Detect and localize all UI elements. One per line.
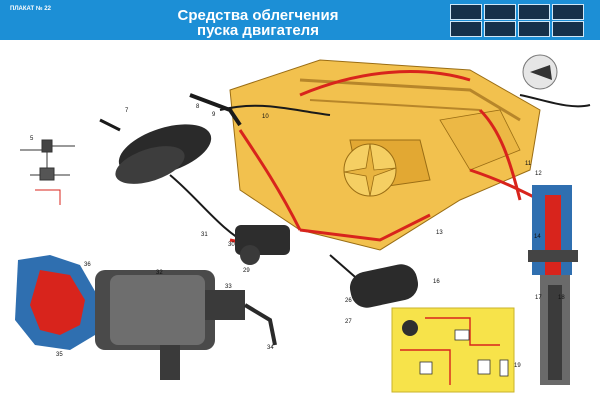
- callout-label: 31: [201, 232, 208, 238]
- heater-cutaway: [15, 255, 277, 380]
- poster-number: ПЛАКАТ № 22: [10, 6, 51, 12]
- thumbnail: [484, 4, 516, 20]
- callout-label: 29: [243, 268, 250, 274]
- callout-label: 33: [225, 284, 232, 290]
- callout-label: 13: [436, 230, 443, 236]
- small-schematic: [20, 139, 75, 205]
- callout-label: 34: [267, 345, 274, 351]
- poster-label: ПЛАКАТ № 22: [10, 6, 150, 12]
- callout-label: 9: [212, 112, 216, 118]
- callout-label: 17: [535, 295, 542, 301]
- thumbnail: [518, 21, 550, 37]
- callout-label: 27: [345, 319, 352, 325]
- callout-label: 36: [84, 262, 91, 268]
- callout-label: 18: [558, 295, 565, 301]
- title-line-2: пуска двигателя: [197, 22, 319, 39]
- callout-label: 32: [156, 270, 163, 276]
- callout-label: 5: [30, 136, 34, 142]
- callout-label: 8: [196, 104, 200, 110]
- callout-label: 26: [345, 298, 352, 304]
- thumbnail: [518, 4, 550, 20]
- callout-label: 10: [262, 114, 269, 120]
- thumbnail: [450, 21, 482, 37]
- preheater-unit: [99, 93, 242, 184]
- thumbnail: [450, 4, 482, 20]
- callout-label: 7: [125, 108, 129, 114]
- callout-label: 11: [525, 161, 532, 167]
- fuel-pump: [235, 225, 290, 265]
- callout-label: 12: [535, 171, 542, 177]
- electrical-schematic: [391, 307, 515, 393]
- callout-numbers: 5 7 8 9 10 11 12 13 14 16 17 18 19 29 30…: [30, 104, 565, 369]
- cylindrical-tank: [349, 264, 419, 308]
- detail-circle: [522, 54, 558, 90]
- callout-label: 30: [228, 242, 235, 248]
- thumbnail: [552, 4, 584, 20]
- engine-block: [229, 59, 541, 251]
- callout-label: 16: [433, 279, 440, 285]
- callout-label: 19: [514, 363, 521, 369]
- thumbnail: [484, 21, 516, 37]
- thumbnail: [552, 21, 584, 37]
- glow-plug-section: [528, 185, 578, 385]
- thumbnail-strip: [450, 4, 590, 38]
- poster-title: Средства облегчения пуска двигателя: [158, 8, 358, 38]
- title-line-1: Средства облегчения: [177, 7, 339, 24]
- callout-label: 35: [56, 352, 63, 358]
- callout-label: 14: [534, 234, 541, 240]
